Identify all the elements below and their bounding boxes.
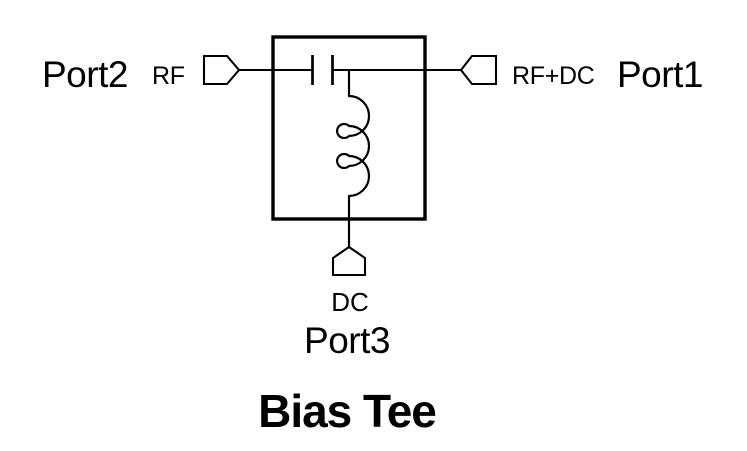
inductor-branch bbox=[336, 70, 371, 247]
diagram-title: Bias Tee bbox=[258, 385, 436, 437]
inductor-icon bbox=[336, 70, 371, 247]
port3-connector-icon bbox=[331, 245, 367, 277]
rf-signal-label: RF bbox=[152, 62, 185, 90]
port2-connector-icon bbox=[202, 54, 241, 86]
port2-label: Port2 bbox=[42, 54, 128, 95]
port1-connector-icon bbox=[459, 54, 498, 86]
capacitor-icon bbox=[311, 55, 334, 85]
bias-tee-box bbox=[271, 35, 427, 221]
port3-label: Port3 bbox=[304, 320, 390, 361]
rf-dc-signal-label: RF+DC bbox=[512, 62, 595, 90]
dc-signal-label: DC bbox=[331, 287, 369, 317]
port1-label: Port1 bbox=[617, 54, 703, 95]
